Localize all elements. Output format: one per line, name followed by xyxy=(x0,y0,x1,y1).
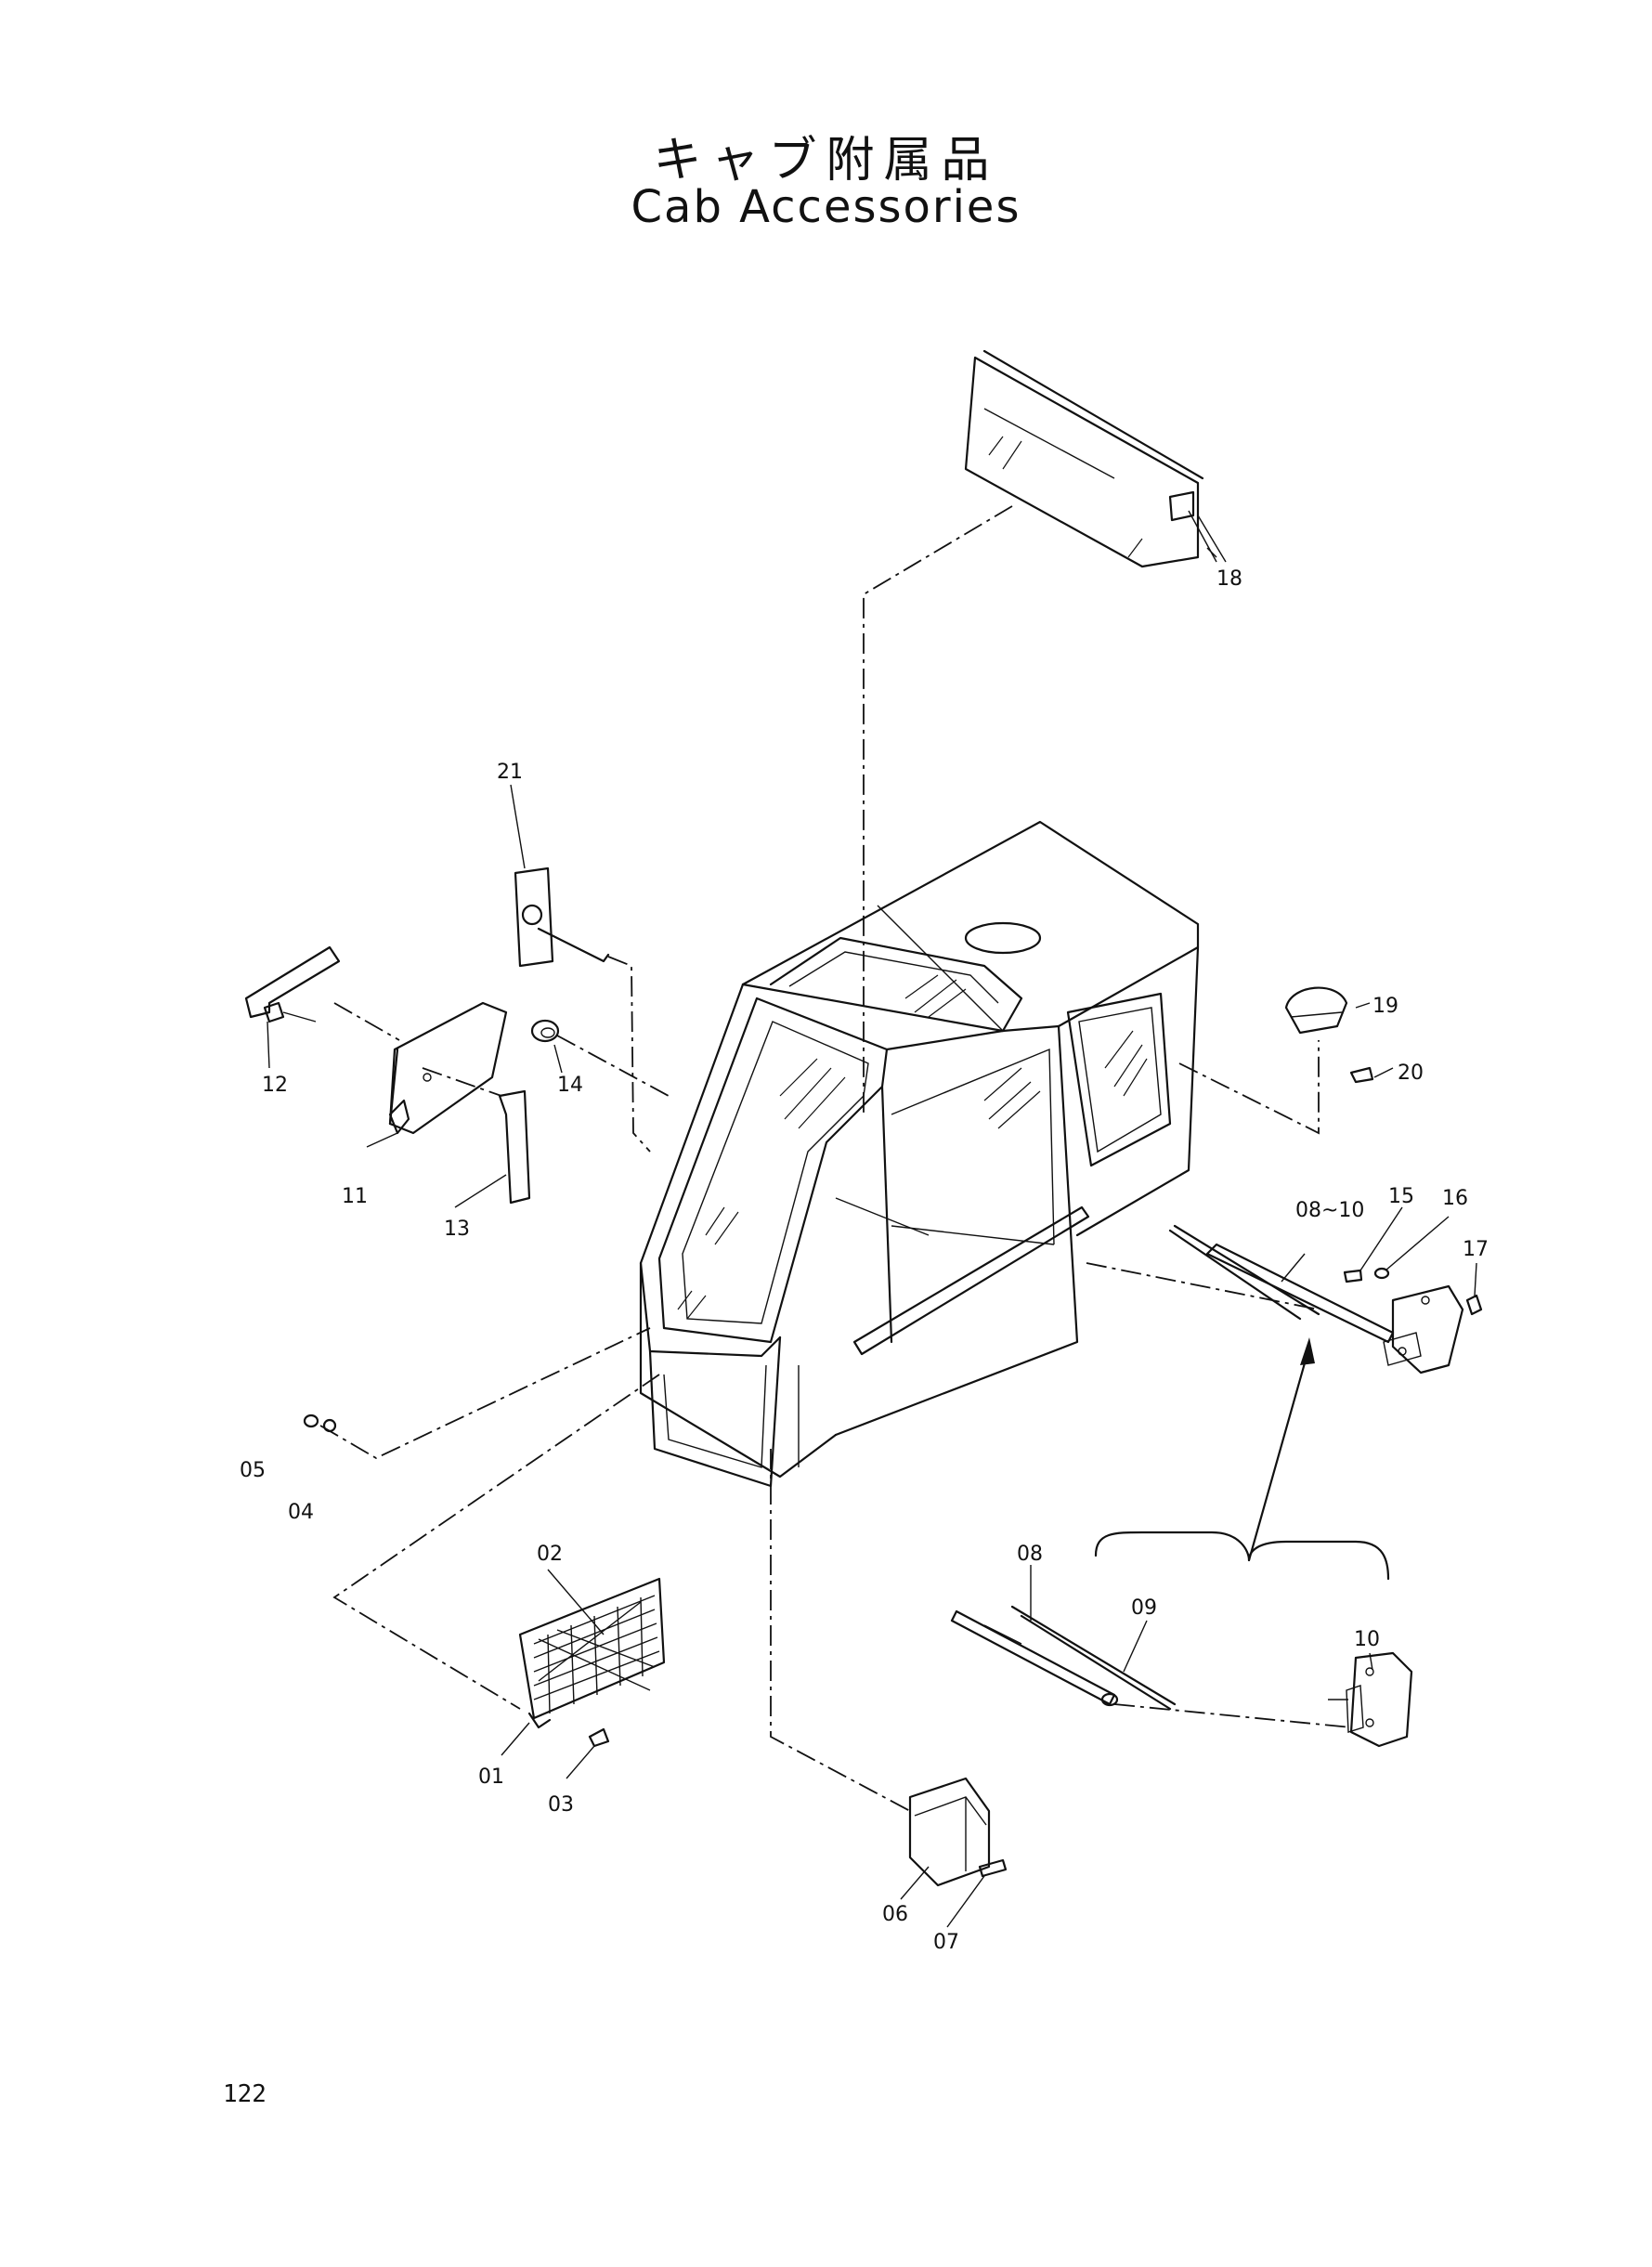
callout-07: 07 xyxy=(933,1931,959,1954)
callout-09: 09 xyxy=(1131,1596,1157,1620)
callout-21: 21 xyxy=(497,761,523,784)
cab-body xyxy=(639,820,1200,1488)
callout-08-10: 08~10 xyxy=(1295,1199,1364,1222)
part-21-door-lock xyxy=(514,866,610,968)
callout-18: 18 xyxy=(1216,567,1242,591)
callout-20: 20 xyxy=(1398,1062,1424,1085)
page-title-english: Cab Accessories xyxy=(631,181,1021,233)
part-08-wiper-arm xyxy=(950,1609,1119,1707)
callout-08: 08 xyxy=(1017,1543,1043,1566)
part-11-latch-plate xyxy=(388,1001,508,1135)
part-20-bulb xyxy=(1349,1066,1374,1084)
callout-labels: 18 21 12 11 13 14 19 20 08~10 15 16 17 0… xyxy=(240,567,1489,1954)
page-title-japanese: キャブ附属品 xyxy=(653,133,999,189)
part-14-grommet xyxy=(530,1019,560,1043)
part-19-room-lamp-cover xyxy=(1284,986,1348,1035)
page-number: 122 xyxy=(223,2080,267,2108)
callout-12: 12 xyxy=(262,1074,288,1097)
part-07-screw xyxy=(978,1858,1008,1878)
callout-11: 11 xyxy=(342,1185,368,1208)
callout-05: 05 xyxy=(240,1459,266,1482)
part-09-wiper-blade xyxy=(1010,1605,1177,1711)
callout-01: 01 xyxy=(478,1765,504,1789)
callout-19: 19 xyxy=(1372,995,1398,1018)
callout-13: 13 xyxy=(444,1218,470,1241)
wiper-assembly-upper xyxy=(1168,1224,1464,1375)
callout-02: 02 xyxy=(537,1543,563,1566)
part-15-bolt xyxy=(1343,1269,1363,1283)
part-02-storage-net xyxy=(518,1577,666,1720)
group-bracket xyxy=(1094,1531,1390,1581)
glass-hatching xyxy=(677,974,1148,1320)
part-10-wiper-motor xyxy=(1328,1651,1413,1748)
group-arrow-line xyxy=(1247,1345,1311,1562)
leader-lines xyxy=(319,505,1352,1812)
callout-17: 17 xyxy=(1463,1238,1489,1261)
part-17-bolt xyxy=(1465,1294,1483,1316)
part-13-handle-cover xyxy=(498,1089,531,1205)
callout-06: 06 xyxy=(882,1903,908,1926)
part-05-bolt xyxy=(303,1414,319,1428)
callout-15: 15 xyxy=(1388,1185,1414,1208)
part-18-rear-glass xyxy=(964,349,1204,568)
callout-10: 10 xyxy=(1354,1628,1380,1651)
part-01-net-hook xyxy=(527,1712,552,1729)
part-16-washer xyxy=(1373,1267,1390,1280)
part-06-lamp xyxy=(908,1777,991,1887)
part-12-inner-handle xyxy=(244,945,341,1023)
callout-04: 04 xyxy=(288,1501,314,1524)
callout-14: 14 xyxy=(557,1074,583,1097)
callout-leaders xyxy=(267,510,1477,1928)
callout-03: 03 xyxy=(548,1793,574,1817)
group-arrow-head xyxy=(1300,1337,1315,1365)
part-03-screw xyxy=(588,1727,610,1748)
callout-16: 16 xyxy=(1442,1187,1468,1210)
